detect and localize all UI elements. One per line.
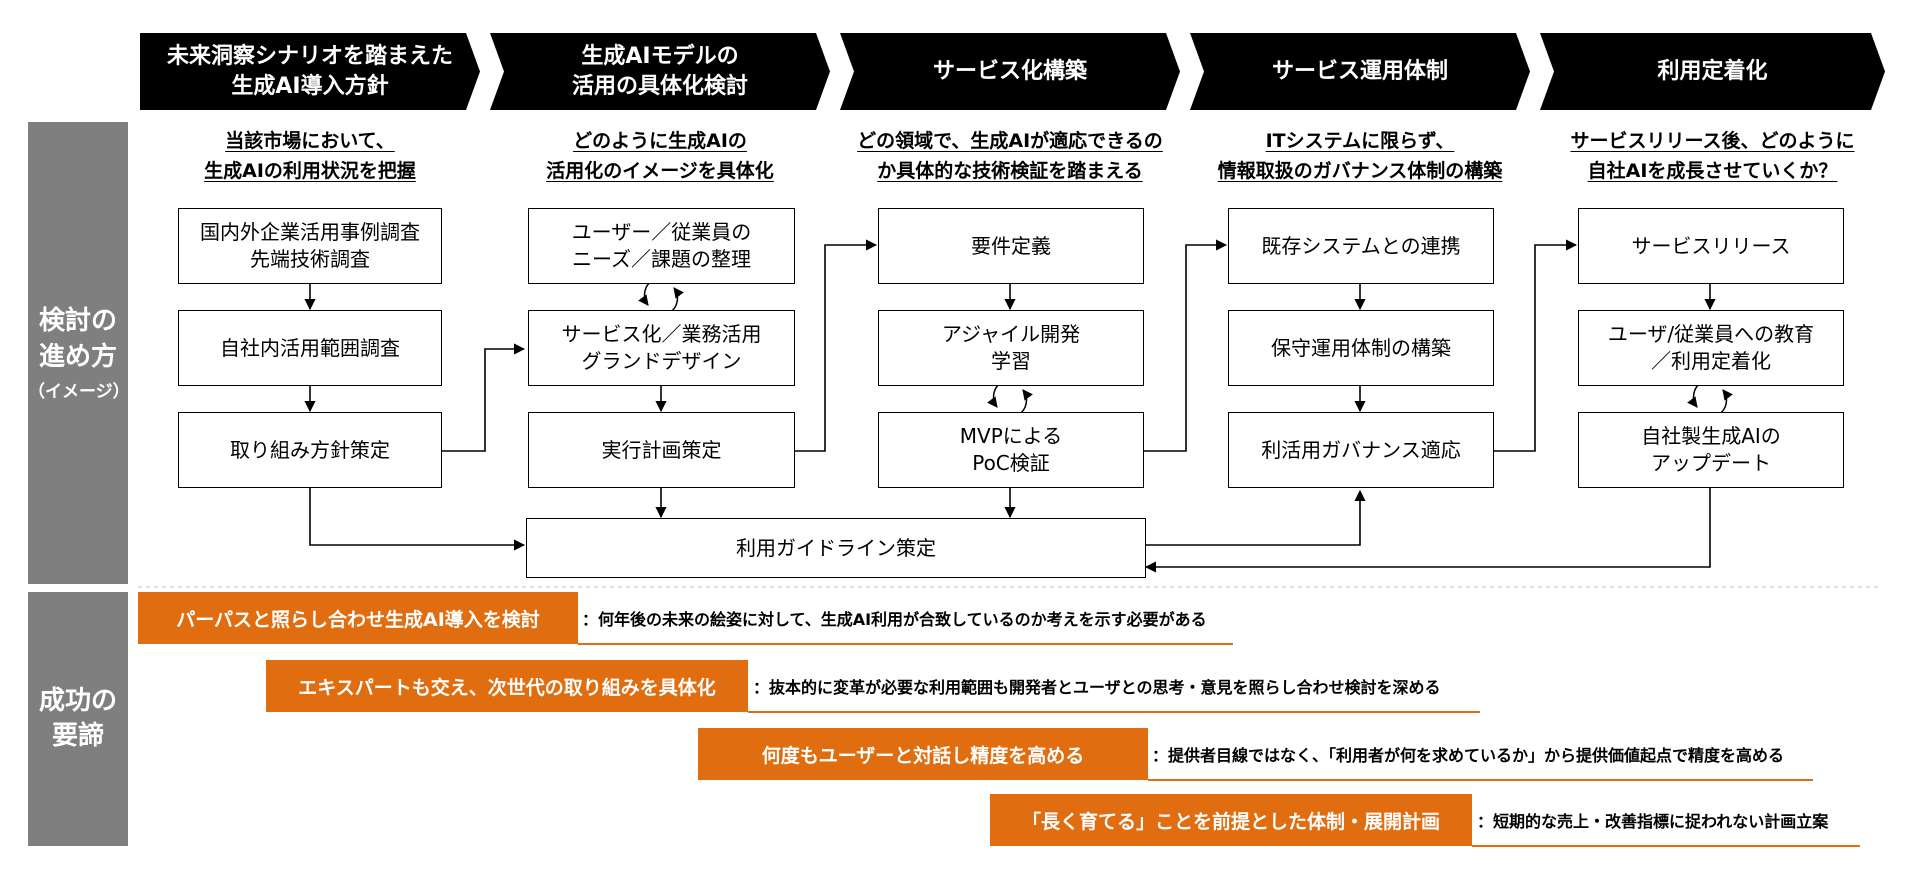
cycle-icon-col2 bbox=[638, 279, 684, 314]
success-key-1-title: パーパスと照らし合わせ生成AI導入を検討 bbox=[138, 592, 578, 644]
cycle-icon-col3 bbox=[987, 381, 1033, 416]
arrow-c1-to-c2 bbox=[442, 343, 526, 452]
arrow-c4-to-c5 bbox=[1494, 239, 1578, 452]
step-c4-governance: 利活用ガバナンス適応 bbox=[1228, 412, 1494, 488]
step-c3-agile: アジャイル開発 学習 bbox=[878, 310, 1144, 386]
success-key-3-underline bbox=[1148, 779, 1813, 781]
arrow-c5-to-guideline bbox=[1144, 488, 1711, 573]
subtitle-col1: 当該市場において、 生成AIの利用状況を把握 bbox=[204, 130, 416, 182]
step-c5-release: サービスリリース bbox=[1578, 208, 1844, 284]
success-key-3-title: 何度もユーザーと対話し精度を高める bbox=[698, 728, 1148, 780]
step-c2-execution-plan: 実行計画策定 bbox=[528, 412, 795, 488]
success-key-4-title: 「長く育てる」ことを前提とした体制・展開計画 bbox=[990, 794, 1472, 846]
success-key-1-desc: ：何年後の未来の絵姿に対して、生成AI利用が合致しているのか考えを示す必要がある bbox=[582, 610, 1207, 629]
header-model-concretization: 生成AIモデルの 活用の具体化検討 bbox=[490, 33, 830, 110]
step-c5-update: 自社製生成AIの アップデート bbox=[1578, 412, 1844, 488]
arrow-c2-to-c3 bbox=[795, 239, 878, 452]
step-c4-maintenance: 保守運用体制の構築 bbox=[1228, 310, 1494, 386]
success-key-3-desc: ：提供者目線ではなく、「利用者が何を求めているか」から提供価値起点で精度を高める bbox=[1152, 746, 1785, 765]
subtitle-col4: ITシステムに限らず、 情報取扱のガバナンス体制の構築 bbox=[1217, 130, 1503, 182]
success-key-2-desc: ：抜本的に変革が必要な利用範囲も開発者とユーザとの思考・意見を照らし合わせ検討を… bbox=[753, 678, 1441, 697]
subtitle-col5: サービスリリース後、どのように 自社AIを成長させていくか？ bbox=[1570, 130, 1855, 182]
step-c3-poc: MVPによる PoC検証 bbox=[878, 412, 1144, 488]
cycle-icon-col5 bbox=[1687, 381, 1733, 416]
success-key-1-underline bbox=[578, 643, 1233, 645]
side-panel-success-keys: 成功の 要諦 bbox=[28, 592, 128, 846]
success-key-4-desc: ：短期的な売上・改善指標に捉われない計画立案 bbox=[1477, 812, 1829, 831]
subtitle-col3: どの領域で、生成AIが適応できるの か具体的な技術検証を踏まえる bbox=[857, 130, 1163, 182]
step-c3-requirements: 要件定義 bbox=[878, 208, 1144, 284]
step-c1-policy: 取り組み方針策定 bbox=[178, 412, 442, 488]
arrow-c1-to-guideline bbox=[309, 488, 526, 551]
success-key-4-underline bbox=[1472, 845, 1860, 847]
arrow-c3-to-c4 bbox=[1144, 239, 1228, 452]
step-c4-integration: 既存システムとの連携 bbox=[1228, 208, 1494, 284]
step-c1-scope-survey: 自社内活用範囲調査 bbox=[178, 310, 442, 386]
keys-title: 成功の 要諦 bbox=[38, 685, 117, 751]
method-note: （イメージ） bbox=[28, 381, 130, 402]
success-key-2-underline bbox=[748, 711, 1480, 713]
subtitle-col2: どのように生成AIの 活用化のイメージを具体化 bbox=[546, 130, 774, 182]
step-c2-grand-design: サービス化／業務活用 グランドデザイン bbox=[528, 310, 795, 386]
method-title: 検討の 進め方 bbox=[38, 306, 117, 372]
header-adoption: 利用定着化 bbox=[1540, 33, 1885, 110]
side-panel-method: 検討の 進め方 （イメージ） bbox=[28, 122, 130, 584]
step-c5-education: ユーザ/従業員への教育 ／利用定着化 bbox=[1578, 310, 1844, 386]
arrow-guideline-to-c4 bbox=[1144, 489, 1366, 546]
header-service-build: サービス化構築 bbox=[840, 33, 1180, 110]
success-key-2-title: エキスパートも交え、次世代の取り組みを具体化 bbox=[266, 660, 748, 712]
step-c1-research: 国内外企業活用事例調査 先端技術調査 bbox=[178, 208, 442, 284]
step-guideline: 利用ガイドライン策定 bbox=[526, 518, 1146, 578]
header-service-operation: サービス運用体制 bbox=[1190, 33, 1530, 110]
header-policy: 未来洞察シナリオを踏まえた 生成AI導入方針 bbox=[140, 33, 480, 110]
step-c2-needs: ユーザー／従業員の ニーズ／課題の整理 bbox=[528, 208, 795, 284]
